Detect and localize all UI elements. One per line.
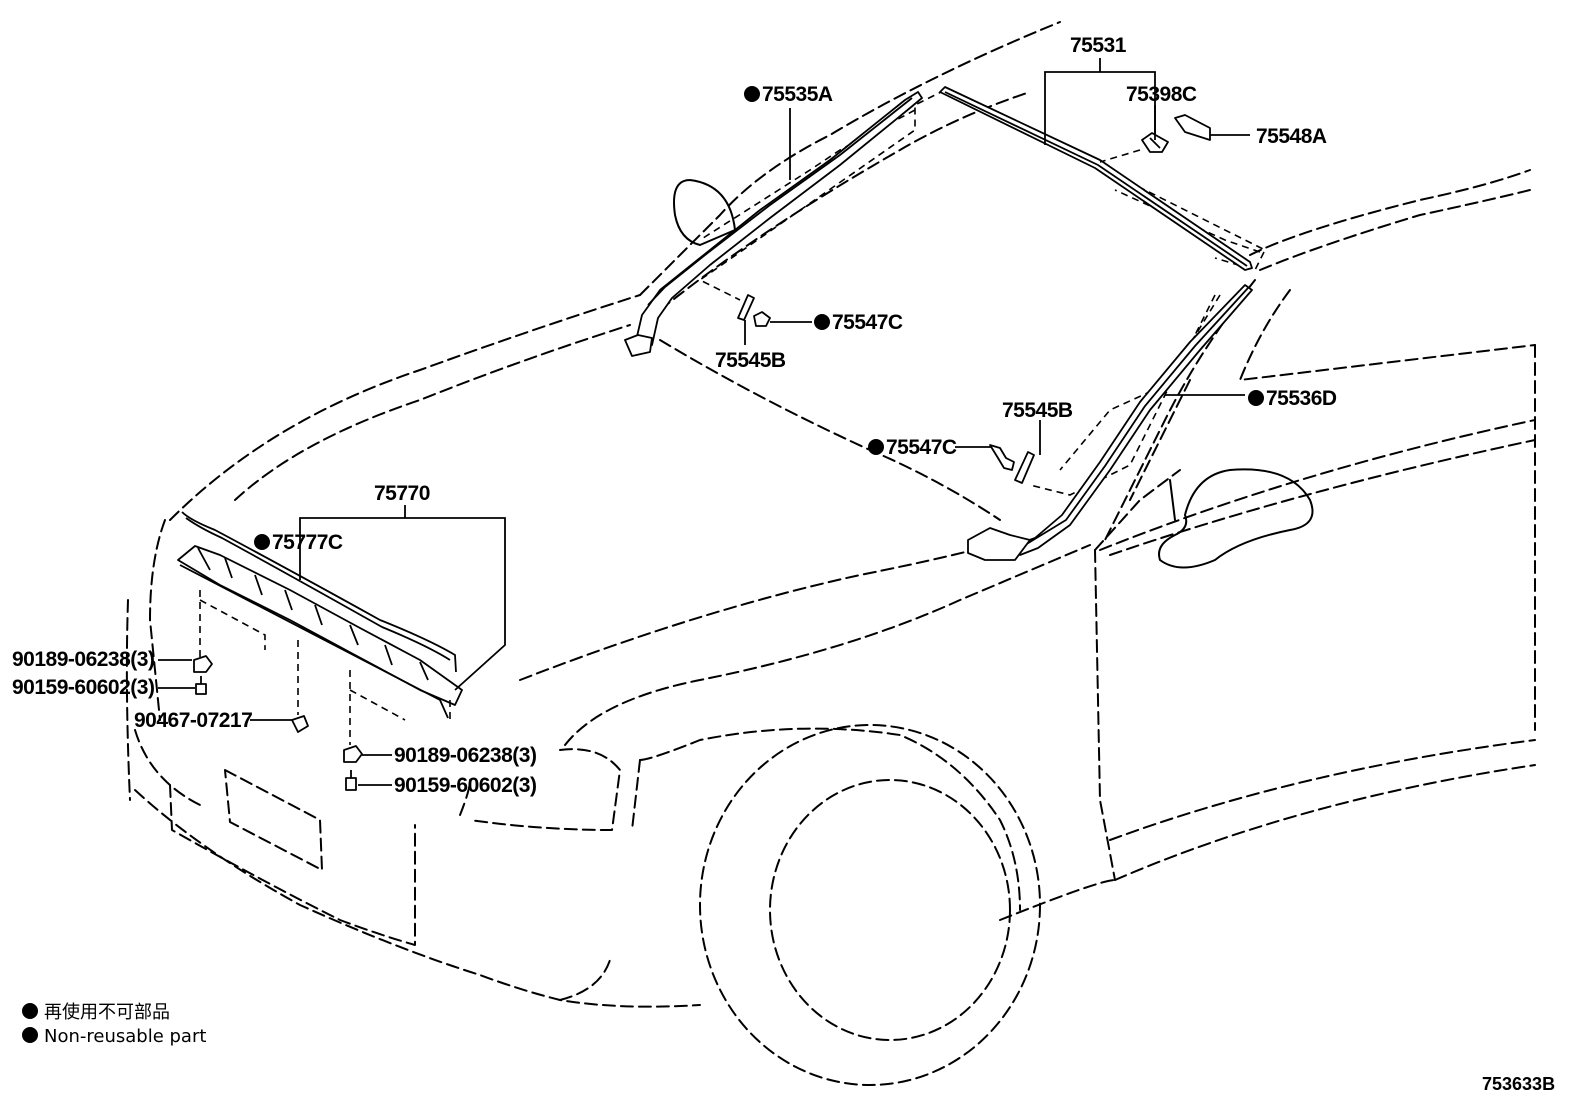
non-reusable-dot-75536d xyxy=(1248,390,1264,406)
clip-75545b-top xyxy=(737,294,755,321)
legend-dot-en xyxy=(22,1027,38,1043)
clip-75398c xyxy=(1141,132,1169,153)
car-body-outline xyxy=(125,21,1536,1086)
clip-75547c-mid xyxy=(989,444,1015,471)
clip-75545b-mid xyxy=(1014,451,1035,484)
label-90189-right: 90189-06238(3) xyxy=(394,744,536,767)
label-75545b-mid: 75545B xyxy=(1002,399,1073,422)
legend-text-jp: 再使用不可部品 xyxy=(44,1002,170,1023)
label-75770: 75770 xyxy=(374,482,430,505)
non-reusable-dot-75535a xyxy=(744,86,760,102)
label-90159-left: 90159-60602(3) xyxy=(12,676,154,699)
label-75777c: 75777C xyxy=(272,531,343,554)
label-75531: 75531 xyxy=(1070,34,1127,57)
non-reusable-dot-75547c-mid xyxy=(868,439,884,455)
label-75547c-mid: 75547C xyxy=(886,436,957,459)
right-pillar-molding xyxy=(967,284,1253,561)
legend-dot-jp xyxy=(22,1003,38,1019)
clip-75547c-top xyxy=(753,311,771,327)
left-pillar-molding xyxy=(624,91,923,357)
label-75398c: 75398C xyxy=(1126,83,1197,106)
label-90189-left: 90189-06238(3) xyxy=(12,648,154,671)
clip-90467 xyxy=(291,715,309,733)
hood-seal-75777c xyxy=(181,511,457,673)
label-75545b-top: 75545B xyxy=(715,349,786,372)
label-75548a: 75548A xyxy=(1256,125,1327,148)
label-75536d: 75536D xyxy=(1266,387,1337,410)
grille-molding-75770 xyxy=(177,545,463,719)
bolt-90159-left xyxy=(195,676,207,695)
label-90467: 90467-07217 xyxy=(134,709,252,732)
leader-lines xyxy=(158,58,1250,786)
non-reusable-dot-75777c xyxy=(254,534,270,550)
label-75535a: 75535A xyxy=(762,83,833,106)
label-90159-right: 90159-60602(3) xyxy=(394,774,536,797)
legend: 再使用不可部品 Non-reusable part xyxy=(22,1002,206,1047)
label-75547c-top: 75547C xyxy=(832,311,903,334)
bolt-90159-right xyxy=(345,770,357,791)
diagram-id: 753633B xyxy=(1482,1074,1555,1094)
fastener-guides xyxy=(199,590,451,745)
nut-90189-right xyxy=(343,745,363,763)
nut-90189-left xyxy=(193,655,213,673)
part-75548a xyxy=(1174,114,1211,141)
non-reusable-dot-75547c-top xyxy=(814,314,830,330)
roof-molding xyxy=(939,86,1253,271)
legend-text-en: Non-reusable part xyxy=(44,1026,206,1047)
windshield-outline xyxy=(698,89,1267,496)
